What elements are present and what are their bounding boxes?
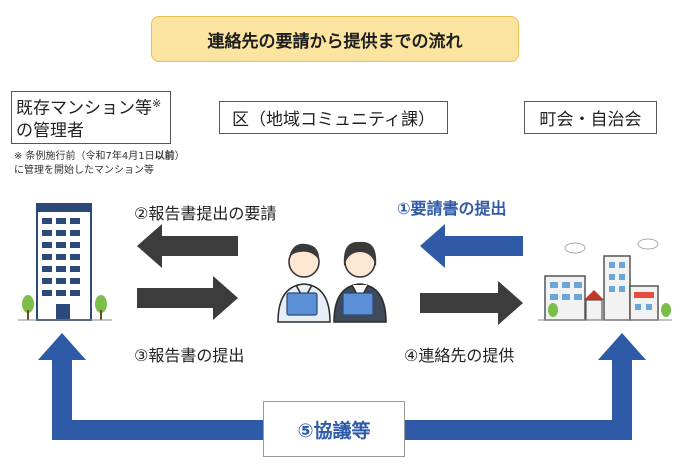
submit-request-arrow	[420, 224, 523, 268]
manager-box-mark: ※	[152, 96, 162, 110]
step2-label: ②報告書提出の要請	[134, 204, 277, 223]
step4-label: ④連絡先の提供	[404, 346, 515, 365]
town-icon	[538, 238, 672, 321]
town-association-box: 町会・自治会	[524, 101, 657, 134]
footnote: ※ 条例施行前（令和7年4月1日以前） に管理を開始したマンション等	[14, 150, 185, 178]
step5-box: ⑤協議等	[263, 401, 405, 457]
step3-label: ③報告書の提出	[134, 346, 245, 365]
ward-box: 区（地域コミュニティ課）	[219, 101, 448, 134]
request-report-arrow	[137, 224, 238, 268]
step1-label: ①要請書の提出	[397, 199, 507, 218]
apartment-building-icon	[18, 203, 112, 321]
footnote-line2: に管理を開始したマンション等	[14, 165, 154, 176]
provide-contact-arrow	[420, 281, 523, 325]
diagram-title: 連絡先の要請から提供までの流れ	[151, 16, 519, 62]
ward-staff-icon	[277, 241, 387, 323]
submit-report-arrow	[137, 276, 238, 320]
manager-box-line1: 既存マンション等※	[16, 96, 162, 119]
footnote-line1: ※ 条例施行前（令和7年4月1日以前）	[14, 151, 185, 162]
manager-box-line2: の管理者	[16, 121, 84, 142]
manager-box: 既存マンション等※ の管理者	[11, 91, 171, 144]
